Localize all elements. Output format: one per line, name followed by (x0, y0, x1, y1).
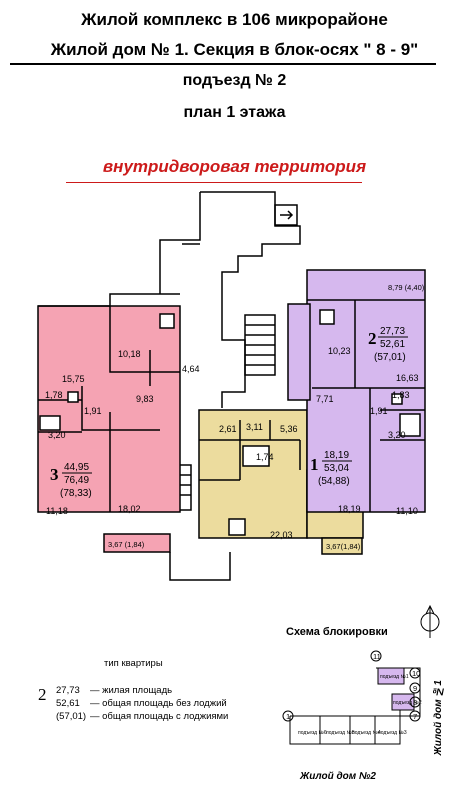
room-mid-c-area: 5,36 (280, 424, 298, 434)
room-right-hall-area: 7,71 (316, 394, 334, 404)
stair-core (159, 191, 301, 581)
apartment-1-fill (198, 409, 308, 539)
apartment-1-summary: 1 18,19 53,04 (54,88) (310, 450, 352, 487)
room-right-wc-area: 3,20 (388, 430, 406, 440)
scheme-axis-10: 10 (412, 669, 420, 678)
room-right-bath-area: 1,83 (392, 390, 410, 400)
legend-desc: — общая площадь с лоджиями (90, 711, 229, 722)
legend-type: 2 (38, 685, 47, 704)
scheme-entrance-3: подъезд №3 (378, 730, 407, 736)
legend-desc: — общая площадь без лоджий (90, 698, 227, 709)
legend-row-living: 27,73 — жилая площадь (56, 685, 172, 696)
scheme-axis-11: 11 (373, 652, 381, 661)
blocking-scheme (282, 650, 421, 745)
room-mid-loggia-area: 3,67(1,84) (326, 542, 361, 551)
apartment-3-type: 3 (50, 465, 59, 484)
room-right-corr-area: 1,91 (370, 406, 388, 416)
room-left-kitchen-area: 10,18 (118, 349, 141, 359)
title-underline (10, 63, 436, 65)
apartment-3-fill (37, 305, 181, 513)
apartment-2-living: 27,73 (380, 326, 405, 337)
scheme-building-2: Жилой дом №2 (300, 771, 376, 782)
apartment-2-type: 2 (368, 329, 377, 348)
apartment-1-total-loggia: (54,88) (318, 476, 350, 487)
apartment-2-hall (287, 303, 311, 401)
title-building: Жилой дом № 1. Секция в блок-осях " 8 - … (50, 40, 419, 59)
room-left-bath-area: 1,78 (45, 390, 63, 400)
apartment-1-total: 53,04 (324, 463, 349, 474)
room-mid-a-area: 2,61 (219, 424, 237, 434)
legend-desc: — жилая площадь (90, 685, 173, 696)
apartment-3-total: 76,49 (64, 475, 89, 486)
scheme-title: Схема блокировки (286, 626, 388, 638)
apartment-3-living: 44,95 (64, 462, 89, 473)
north-arrow-icon (420, 604, 440, 638)
legend-title: тип квартиры (104, 658, 163, 669)
apartment-3-loggia (103, 533, 171, 553)
courtyard-underline (66, 182, 362, 183)
apartment-2-total: 52,61 (380, 339, 405, 350)
room-right-kitchen-area: 10,23 (328, 346, 351, 356)
room-right-living-area: 16,63 (396, 373, 419, 383)
scheme-axis-8: 8 (413, 698, 417, 707)
room-left-corr-area: 1,91 (84, 406, 102, 416)
scheme-axis-7: 7 (413, 712, 417, 721)
room-right-balcony-area: 8,79 (4,40) (388, 283, 425, 292)
title-entrance: подъезд № 2 (182, 72, 287, 89)
scheme-entrance-6: подъезд №6 (298, 730, 327, 736)
title-floor: план 1 этажа (183, 104, 286, 121)
room-left-hall-area: 9,83 (136, 394, 154, 404)
legend-row-total-loggia: (57,01)— общая площадь с лоджиями (56, 711, 228, 722)
room-left-loggia-area: 3,67 (1,84) (108, 540, 145, 549)
room-mid-bath-area: 1,74 (256, 452, 274, 462)
apartment-1-type: 1 (310, 455, 319, 474)
scheme-entrance-1: подъезд №1 (380, 674, 409, 680)
courtyard-label: внутридворовая территория (102, 157, 367, 176)
apartment-3 (37, 293, 181, 553)
apartment-2-total-loggia: (57,01) (374, 352, 406, 363)
legend-value: (57,01) (56, 711, 87, 722)
scheme-entrance-4: подъезд №4 (352, 730, 381, 736)
apartment-1-loggia (321, 537, 363, 555)
room-mid-living-area: 22,03 (270, 530, 293, 540)
room-mid-room-area: 18,19 (338, 504, 361, 514)
room-left-living-area: 15,75 (62, 374, 85, 384)
room-left-room2-area: 18,02 (118, 504, 141, 514)
room-mid-b-area: 3,11 (246, 422, 263, 432)
apartment-3-summary: 3 44,95 76,49 (78,33) (50, 462, 92, 499)
room-right-bed-area: 11,10 (396, 506, 418, 516)
room-left-bed-area: 11,18 (46, 506, 68, 516)
apartment-2 (287, 269, 426, 513)
legend-row-total: 52,61 — общая площадь без лоджий (56, 698, 227, 709)
scheme-axis-9: 9 (413, 684, 417, 693)
title-complex: Жилой комплекс в 106 микрорайоне (81, 10, 388, 29)
apartment-3-total-loggia: (78,33) (60, 488, 92, 499)
scheme-entrance-2: подъезд №2 (393, 700, 422, 706)
scheme-building-1: Жилой дом №1 (433, 680, 444, 756)
legend-value: 52,61 (56, 698, 80, 709)
scheme-axis-1: 1 (286, 712, 290, 721)
legend-value: 27,73 (56, 685, 80, 696)
room-left-wc-area: 3,20 (48, 430, 66, 440)
room-left-store-area: 4,64 (182, 364, 200, 374)
apartment-2-summary: 2 27,73 52,61 (57,01) (368, 326, 408, 363)
scheme-entrance-5: подъезд №5 (326, 730, 355, 736)
apartment-1-living: 18,19 (324, 450, 349, 461)
